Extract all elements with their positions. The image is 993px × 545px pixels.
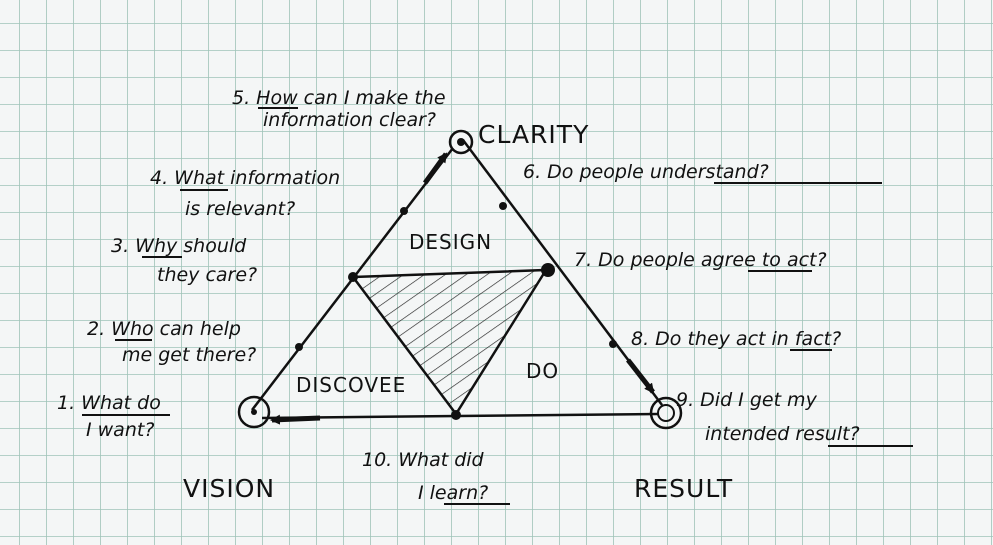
vision-node bbox=[237, 395, 271, 429]
dot-q2 bbox=[295, 343, 303, 351]
q10-line1: 10. What did bbox=[362, 449, 485, 471]
q6-line1: 6. Do people understand? bbox=[523, 161, 769, 183]
region-design: DESIGN bbox=[409, 230, 492, 254]
q9-line2: intended result? bbox=[705, 423, 860, 445]
q4-line1: 4. What information bbox=[150, 167, 340, 189]
q7-line1: 7. Do people agree to act? bbox=[574, 249, 827, 271]
arrow-to-result bbox=[626, 358, 655, 394]
q2-line1: 2. Who can help bbox=[87, 318, 241, 340]
dot-q10 bbox=[451, 410, 461, 420]
dot-q8 bbox=[609, 340, 617, 348]
label-clarity: CLARITY bbox=[478, 120, 589, 149]
q5-line1: 5. How can I make the bbox=[232, 87, 446, 109]
q3-line1: 3. Why should bbox=[111, 235, 247, 257]
region-discover: DISCOVEE bbox=[296, 373, 406, 397]
q1-line1: 1. What do bbox=[57, 392, 161, 414]
q5-line2: information clear? bbox=[263, 109, 436, 131]
dot-q7 bbox=[541, 263, 555, 277]
hatched-inner-triangle bbox=[350, 268, 549, 417]
q1-line2: I want? bbox=[86, 419, 154, 441]
q2-line2: me get there? bbox=[122, 344, 256, 366]
dot-q4 bbox=[400, 207, 408, 215]
arrow-to-clarity bbox=[422, 152, 449, 185]
label-vision: VISION bbox=[183, 474, 275, 503]
q10-line2: I learn? bbox=[418, 482, 488, 504]
q4-line2: is relevant? bbox=[185, 198, 295, 220]
dot-q6 bbox=[499, 202, 507, 210]
q8-line1: 8. Do they act in fact? bbox=[631, 328, 841, 350]
q3-line2: they care? bbox=[157, 264, 257, 286]
clarity-node bbox=[448, 129, 474, 155]
result-node bbox=[649, 396, 683, 430]
dot-q3 bbox=[348, 272, 358, 282]
arrow-to-vision bbox=[270, 414, 321, 425]
label-result: RESULT bbox=[634, 474, 733, 503]
q9-line1: 9. Did I get my bbox=[676, 389, 818, 411]
region-do: DO bbox=[526, 359, 559, 383]
